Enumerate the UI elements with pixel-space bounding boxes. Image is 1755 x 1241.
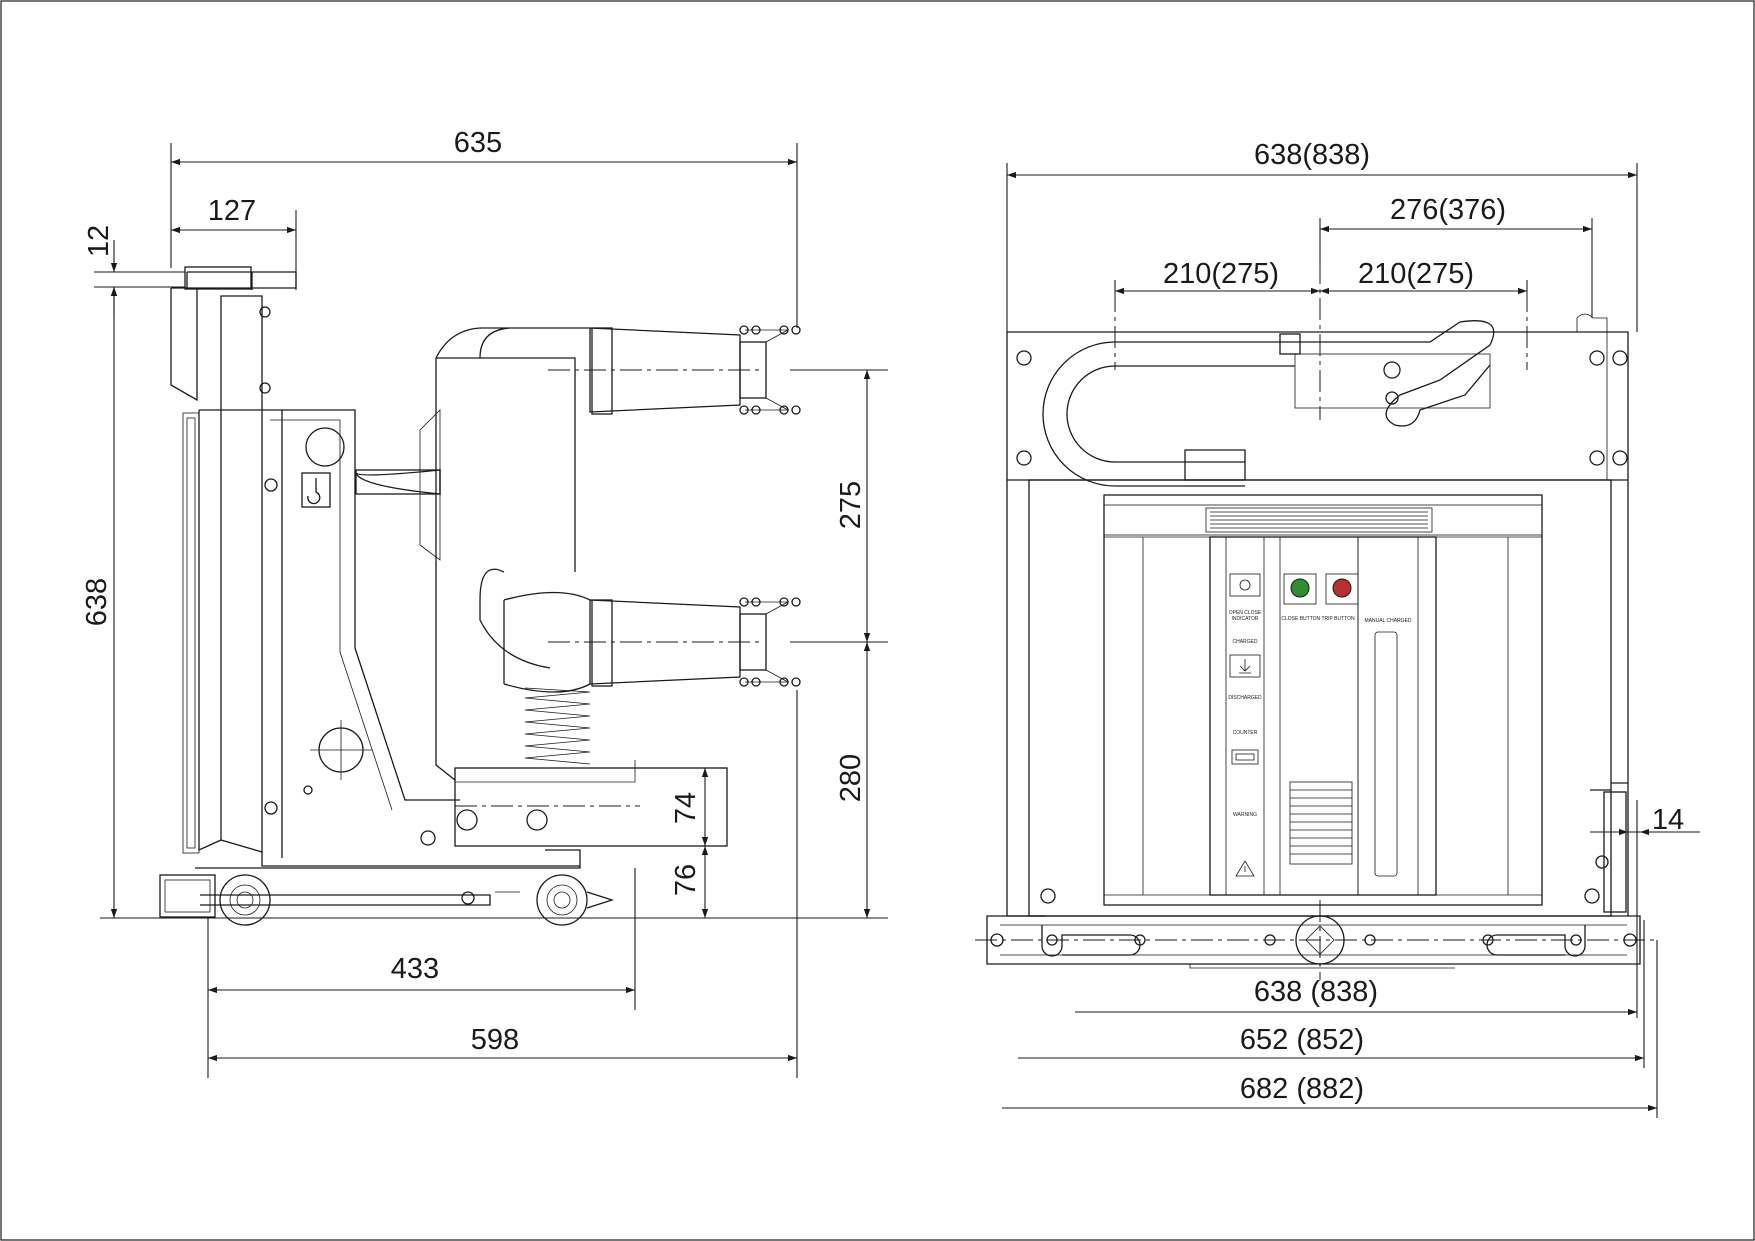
- lifting-hook-icon: [301, 472, 331, 508]
- dim-433: 433: [391, 953, 439, 985]
- vent-louvre: [1205, 507, 1433, 533]
- dim-598: 598: [471, 1024, 519, 1056]
- truck-slots: [1041, 925, 1586, 957]
- front-plate: [220, 295, 263, 853]
- mechanism-housing: [261, 409, 580, 867]
- counter-window: [1231, 749, 1259, 765]
- dim-74: 74: [670, 792, 702, 824]
- manual-charge-slot: [1374, 631, 1398, 877]
- open-close-label: OPEN CLOSE: [1229, 610, 1262, 616]
- front-extension-lines: [1006, 163, 1700, 1118]
- arrow-down-icon: [1229, 654, 1261, 678]
- truck-inner: [1000, 924, 1627, 969]
- lower-contact-fingers: [745, 601, 789, 683]
- lower-terminal: [589, 599, 741, 685]
- upper-ring: [591, 327, 613, 415]
- indicator-strip: [1225, 536, 1265, 896]
- counter-label: COUNTER: [1233, 730, 1258, 736]
- hook-base: [1294, 353, 1491, 409]
- contact-bolts: [739, 325, 801, 687]
- wheel-rear: [536, 874, 588, 926]
- open-close-indicator: [1229, 573, 1261, 597]
- nameplate: [1289, 781, 1353, 865]
- front-plate-edge: [198, 409, 262, 852]
- warning-label: WARNING: [1233, 812, 1257, 818]
- housing-hole-top: [305, 427, 345, 467]
- trip-button-icon[interactable]: [1332, 578, 1352, 598]
- front-view: OPEN CLOSE INDICATOR CHARGED DISCHARGED …: [975, 139, 1700, 1118]
- manual-charged-label: MANUAL CHARGED: [1364, 618, 1411, 624]
- dim-638-838-b: 638 (838): [1254, 976, 1378, 1008]
- pole-body: [435, 327, 590, 781]
- side-bolts: [259, 306, 436, 846]
- control-panel: [1209, 536, 1437, 896]
- chassis: [195, 849, 581, 906]
- u-conductor-inner: [1066, 365, 1295, 463]
- dim-14: 14: [1652, 804, 1684, 836]
- handle-bar: [184, 266, 252, 290]
- dim-638: 638: [81, 578, 113, 626]
- panel-side-inner: [186, 417, 196, 849]
- close-button-icon[interactable]: [1290, 578, 1310, 598]
- spring: [524, 687, 591, 765]
- close-trip-label: CLOSE BUTTON TRIP BUTTON: [1281, 616, 1355, 622]
- dim-12: 12: [83, 225, 115, 257]
- back-frame-lug: [1576, 313, 1608, 480]
- side-extension-lines: [94, 143, 888, 1078]
- wheel-front: [219, 874, 271, 926]
- u-conductor-outer: [1042, 341, 1295, 487]
- lower-pole: [503, 591, 591, 693]
- base-block-inner: [455, 760, 636, 847]
- hook-hinge: [1279, 333, 1301, 355]
- dim-210-275-right: 210(275): [1358, 258, 1474, 290]
- front-dimension-lines: [1002, 171, 1700, 1112]
- contact-arm: [355, 469, 441, 495]
- contact-arm-box: [355, 469, 441, 495]
- back-frame: [1006, 331, 1629, 917]
- side-dimension-lines: [110, 158, 871, 1062]
- front-cover: [1103, 494, 1543, 906]
- dim-652-852: 652 (852): [1240, 1024, 1364, 1056]
- rear-stop: [586, 891, 615, 909]
- right-guide: [1590, 782, 1629, 916]
- charged-label: CHARGED: [1232, 639, 1257, 645]
- base-block: [454, 767, 728, 847]
- upper-contact-fingers: [745, 329, 789, 411]
- indicator-label: INDICATOR: [1231, 616, 1258, 622]
- front-cover-top: [1103, 504, 1543, 536]
- lower-ring: [591, 599, 613, 687]
- charge-strip: [1357, 536, 1419, 896]
- upper-hook-arm: [1295, 320, 1495, 427]
- dim-276-376: 276(376): [1390, 194, 1506, 226]
- dim-76: 76: [670, 864, 702, 896]
- dim-210-275-left: 210(275): [1163, 258, 1279, 290]
- dim-682-882: 682 (882): [1240, 1073, 1364, 1105]
- truck-base: [986, 915, 1641, 965]
- upper-terminal: [589, 327, 741, 413]
- dim-635: 635: [454, 127, 502, 159]
- dim-280: 280: [835, 754, 867, 802]
- dim-127: 127: [208, 195, 256, 227]
- panel-side: [182, 412, 200, 854]
- warning-triangle-icon: [1235, 860, 1255, 877]
- discharged-label: DISCHARGED: [1228, 695, 1262, 701]
- front-coupler: [159, 874, 216, 918]
- dim-638-838: 638(838): [1254, 139, 1370, 171]
- frame-bolts: [1016, 350, 1628, 466]
- pole-side-fin: [419, 409, 441, 561]
- pole-body-contour: [436, 357, 576, 669]
- conductor-clamp: [1184, 449, 1246, 481]
- dim-275: 275: [835, 481, 867, 529]
- top-handle: [170, 271, 297, 402]
- breaker-housing: [1028, 479, 1612, 917]
- guide-rail: [1603, 791, 1627, 913]
- side-view: 635 127 12 638 275 280 74 76 433 598: [81, 127, 888, 1078]
- housing-inner: [270, 419, 393, 811]
